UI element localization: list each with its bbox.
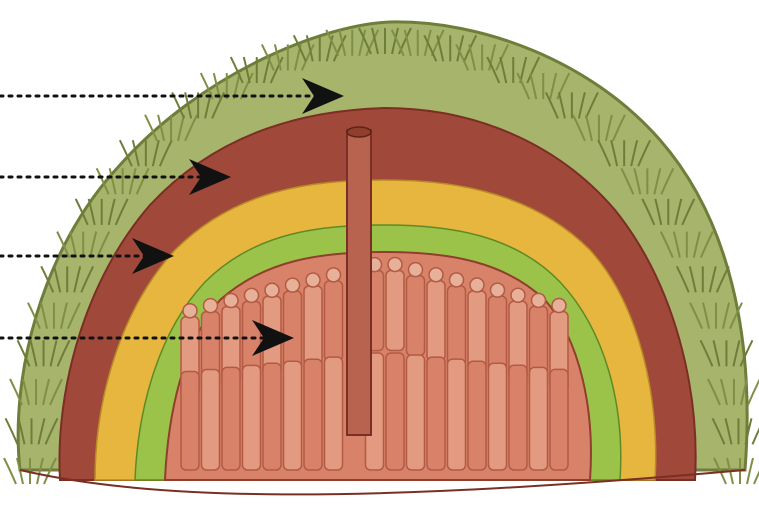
- grass-blade: [6, 418, 18, 444]
- log-lower: [407, 355, 425, 470]
- grass-blade: [4, 458, 16, 484]
- grass-blade: [752, 418, 759, 444]
- log-end: [429, 268, 443, 282]
- log-end: [532, 293, 546, 307]
- log-end: [327, 268, 341, 282]
- log-end: [265, 283, 279, 297]
- log-lower: [386, 353, 404, 470]
- log-lower: [243, 365, 261, 470]
- log-end: [306, 273, 320, 287]
- log-end: [450, 273, 464, 287]
- log-lower: [325, 357, 343, 470]
- log-end: [552, 299, 566, 313]
- log-lower: [202, 369, 220, 470]
- log-lower: [489, 363, 507, 470]
- log-lower: [284, 361, 302, 470]
- log-upper: [468, 291, 486, 371]
- central-chimney-pole: [347, 127, 371, 435]
- grass-blade: [748, 379, 759, 405]
- log-end: [491, 283, 505, 297]
- log-end: [409, 263, 423, 277]
- grass-blade: [754, 458, 759, 484]
- log-end: [224, 294, 238, 308]
- log-upper: [386, 271, 404, 351]
- grass-blade: [747, 458, 753, 484]
- log-lower: [222, 367, 240, 470]
- log-upper: [448, 286, 466, 366]
- log-upper: [407, 276, 425, 356]
- log-lower: [509, 365, 527, 470]
- log-lower: [530, 367, 548, 470]
- log-upper: [427, 281, 445, 361]
- log-lower: [550, 369, 568, 470]
- log-end: [286, 278, 300, 292]
- log-end: [245, 288, 259, 302]
- log-end: [183, 304, 197, 318]
- log-end: [388, 258, 402, 272]
- log-lower: [263, 363, 281, 470]
- log-upper: [325, 281, 343, 361]
- log-lower: [304, 359, 322, 470]
- log-lower: [448, 359, 466, 470]
- log-upper: [284, 291, 302, 371]
- log-end: [511, 288, 525, 302]
- log-lower: [468, 361, 486, 470]
- log-lower: [427, 357, 445, 470]
- log-lower: [181, 372, 199, 471]
- log-end: [470, 278, 484, 292]
- log-end: [204, 299, 218, 313]
- log-upper: [304, 286, 322, 366]
